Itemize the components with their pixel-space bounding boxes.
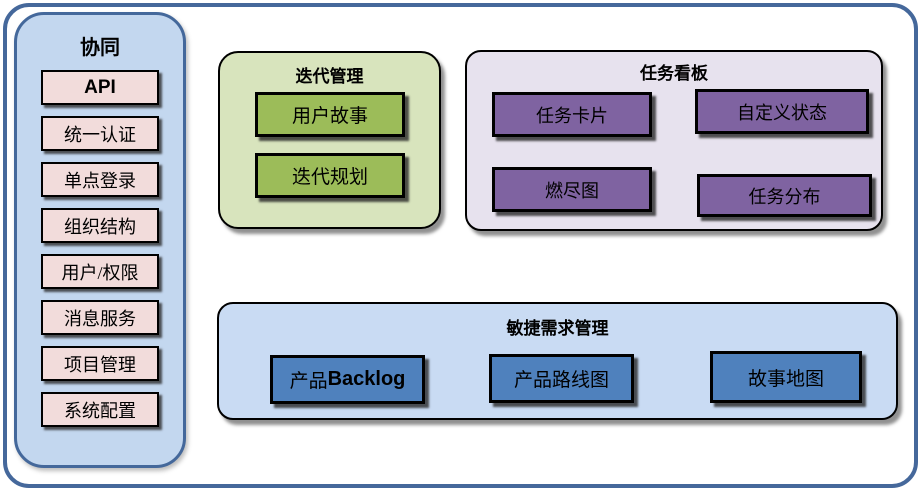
- group-iteration-management: 迭代管理 用户故事 迭代规划: [218, 51, 441, 229]
- sidebar-item-system-config: 系统配置: [41, 392, 159, 427]
- sidebar-item-sso: 单点登录: [41, 162, 159, 197]
- box-user-story: 用户故事: [255, 92, 405, 137]
- box-product-roadmap: 产品路线图: [489, 354, 634, 403]
- group-kanban-title: 任务看板: [640, 64, 708, 83]
- sidebar-collaboration: 协同 API 统一认证 单点登录 组织结构 用户/权限 消息服务 项目管理 系统…: [14, 12, 186, 468]
- sidebar-item-message-service: 消息服务: [41, 300, 159, 335]
- box-burndown-chart: 燃尽图: [492, 167, 652, 212]
- sidebar-title: 协同: [80, 37, 120, 59]
- sidebar-item-org-structure: 组织结构: [41, 208, 159, 243]
- box-iteration-planning: 迭代规划: [255, 153, 405, 198]
- sidebar-item-unified-auth: 统一认证: [41, 116, 159, 151]
- box-task-distribution: 任务分布: [697, 174, 872, 217]
- box-task-card: 任务卡片: [492, 92, 652, 137]
- box-custom-status: 自定义状态: [695, 89, 869, 134]
- sidebar-item-user-permission: 用户/权限: [41, 254, 159, 289]
- sidebar-item-api: API: [41, 70, 159, 105]
- sidebar-item-project-mgmt: 项目管理: [41, 346, 159, 381]
- box-product-backlog-label-zh: 产品: [289, 371, 328, 392]
- group-task-board: 任务看板 任务卡片 自定义状态 燃尽图 任务分布: [465, 50, 883, 231]
- group-iteration-title: 迭代管理: [295, 67, 364, 86]
- box-product-backlog-label-en: Backlog: [327, 368, 406, 390]
- group-agile-title: 敏捷需求管理: [506, 319, 609, 338]
- sidebar-item-list: API 统一认证 单点登录 组织结构 用户/权限 消息服务 项目管理 系统配置: [17, 70, 183, 427]
- box-story-map: 故事地图: [710, 351, 862, 403]
